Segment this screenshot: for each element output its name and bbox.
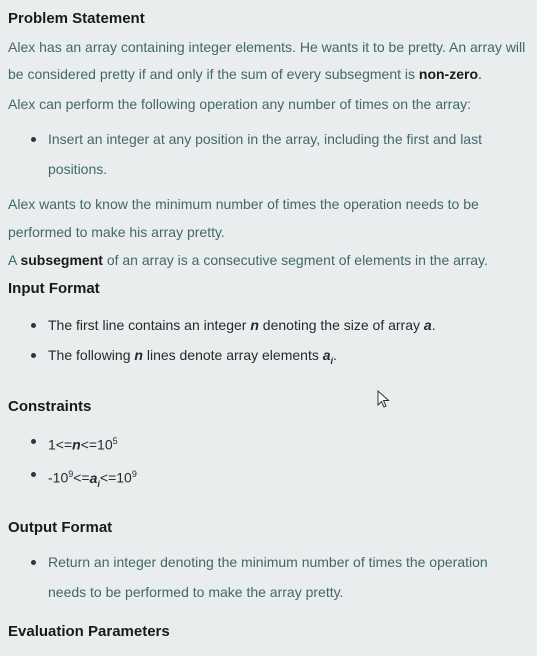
output-format-item: Return an integer denoting the minimum n… [31,547,528,607]
constraint-n: 1<=n<=105 [31,426,528,460]
input-format-item-1: The first line contains an integer n den… [31,310,528,340]
mouse-cursor-icon [377,390,390,408]
subsegment-prefix: A [8,252,17,268]
non-zero-text: non-zero [418,66,478,82]
subsegment-definition: A subsegment of an array is a consecutiv… [8,246,528,274]
operation-list: Insert an integer at any position in the… [8,124,528,184]
subsegment-rest: of an array is a consecutive segment of … [106,252,488,268]
subsegment-term: subsegment [20,252,103,268]
problem-statement-heading: Problem Statement [8,10,145,27]
output-format-list: Return an integer denoting the minimum n… [8,547,528,607]
evaluation-parameters-heading: Evaluation Parameters [8,622,170,640]
goal-description: Alex wants to know the minimum number of… [8,196,479,240]
constraints-heading: Constraints [8,397,92,415]
operation-item: Insert an integer at any position in the… [31,124,528,184]
input-format-heading: Input Format [8,280,100,297]
problem-page: Problem Statement Alex has an array cont… [8,8,528,643]
operation-description: Alex can perform the following operation… [8,96,472,112]
constraints-list: 1<=n<=105 -109<=ai<=109 [8,426,528,499]
input-format-item-2: The following n lines denote array eleme… [31,340,528,376]
output-format-heading: Output Format [8,518,113,536]
input-format-list: The first line contains an integer n den… [8,310,528,376]
problem-description-text: Alex has an array containing integer ele… [8,39,526,82]
constraint-a: -109<=ai<=109 [31,459,528,498]
problem-description: Alex has an array containing integer ele… [8,39,526,82]
